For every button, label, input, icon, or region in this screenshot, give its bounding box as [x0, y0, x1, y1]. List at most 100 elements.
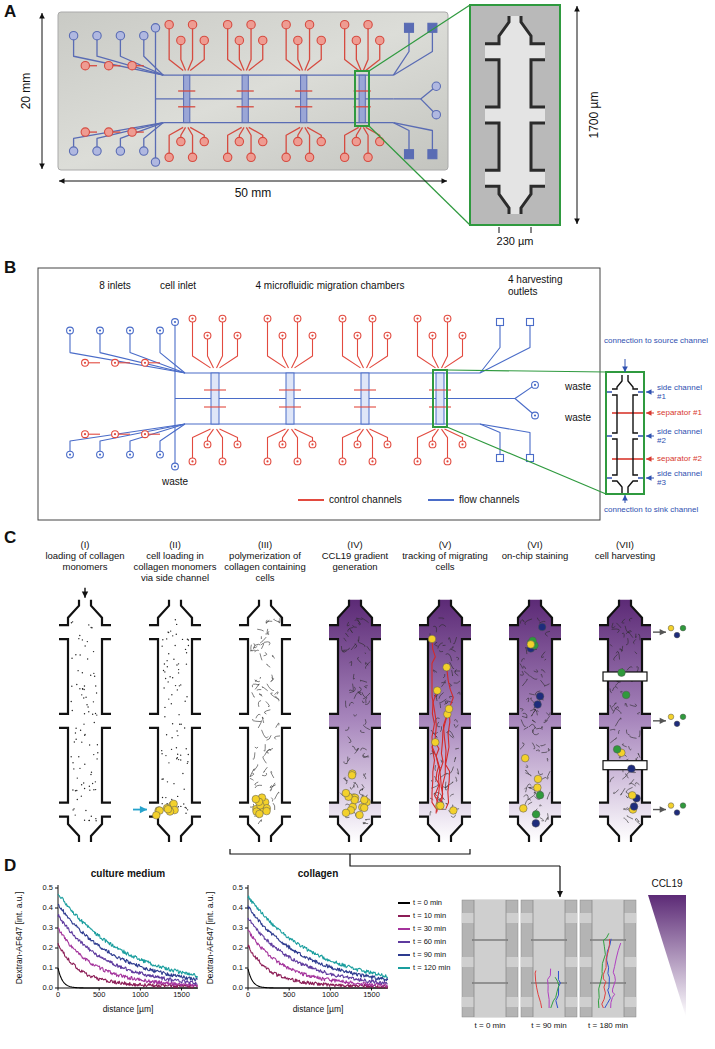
- collagen-monomer: [88, 711, 89, 712]
- port: [200, 36, 208, 44]
- collagen-monomer: [186, 663, 187, 664]
- collagen-fiber: [353, 674, 354, 679]
- flow-channel: [74, 36, 164, 75]
- callout-label: side channel #1: [657, 383, 711, 401]
- chamber-wall: [612, 481, 622, 493]
- micrograph: [521, 900, 577, 1017]
- collagen-monomer: [77, 799, 78, 800]
- chamber-wall: [552, 728, 561, 803]
- collagen-monomer: [171, 703, 172, 704]
- cell: [536, 692, 544, 700]
- collagen-fiber: [522, 659, 525, 662]
- separator: [603, 761, 647, 770]
- collagen-fiber: [266, 621, 272, 623]
- collagen-monomer: [84, 645, 85, 646]
- cell: [445, 705, 453, 713]
- port-core: [431, 443, 433, 445]
- collagen-fiber: [633, 639, 635, 643]
- chamber-wall: [192, 728, 201, 803]
- collagen-fiber: [622, 619, 625, 623]
- collagen-monomer: [95, 781, 96, 782]
- chamber-wall: [149, 639, 158, 714]
- collagen-monomer: [167, 781, 168, 782]
- control-channel: [295, 336, 313, 368]
- control-channel: [249, 40, 263, 70]
- collagen-monomer: [84, 713, 85, 714]
- collagen-fiber: [451, 815, 456, 818]
- tick-label: 0.3: [233, 924, 243, 933]
- micrograph-separator: [472, 939, 508, 940]
- micrograph-separator: [531, 939, 567, 940]
- step-chamber: (V)tracking of migrating cells: [401, 540, 489, 845]
- collagen-fiber: [520, 743, 524, 749]
- control-channel: [188, 25, 193, 71]
- collagen-monomer: [93, 701, 94, 702]
- collagen-monomer: [176, 624, 177, 625]
- port: [354, 332, 361, 339]
- collagen-fiber: [266, 701, 269, 706]
- arrow-head: [140, 806, 147, 813]
- chamber-drawing: [221, 540, 309, 845]
- collagen-monomer: [175, 619, 176, 620]
- collagen-monomer: [86, 704, 87, 705]
- chamber-wall: [419, 639, 428, 714]
- collagen-monomer: [162, 639, 163, 640]
- port-core: [341, 460, 343, 462]
- collagen-monomer: [70, 756, 71, 757]
- collagen-fiber: [455, 748, 458, 750]
- port: [128, 62, 136, 70]
- port-core: [84, 433, 86, 435]
- chamber-wall: [419, 600, 439, 625]
- chamber-wall: [612, 395, 617, 433]
- control-channel: [237, 90, 254, 91]
- chamber-wall: [271, 817, 291, 842]
- collagen-fiber: [360, 730, 364, 733]
- collagen-fiber: [434, 765, 436, 771]
- chamber-wall: [509, 728, 518, 803]
- collagen-fiber: [276, 723, 279, 728]
- bracket-link: [350, 854, 560, 866]
- collagen-monomer: [176, 634, 177, 635]
- cell: [521, 754, 529, 762]
- harvest-outlet: [405, 150, 414, 159]
- collagen-fiber: [526, 647, 527, 654]
- cell: [443, 663, 451, 671]
- collagen-fiber: [262, 687, 268, 691]
- collagen-fiber: [349, 702, 353, 706]
- flow-channel: [174, 322, 175, 467]
- collagen-monomer: [180, 806, 181, 807]
- port: [189, 315, 196, 322]
- collagen-monomer: [93, 789, 94, 790]
- collagen-fiber: [538, 771, 543, 775]
- step-caption: polymerization of collagen containing ce…: [221, 551, 309, 584]
- port: [369, 458, 376, 465]
- step-number: (V): [401, 540, 489, 551]
- port: [432, 111, 440, 119]
- legend-swatch: [398, 967, 410, 969]
- collagen-monomer: [77, 777, 78, 778]
- panel-letter: D: [4, 856, 16, 876]
- collagen-monomer: [91, 627, 92, 628]
- collagen-fiber: [454, 637, 457, 644]
- port: [429, 332, 436, 339]
- collagen-fiber: [522, 679, 527, 686]
- collagen-fiber: [612, 623, 615, 628]
- harvest-outlet: [497, 319, 504, 326]
- collagen-fiber: [537, 710, 539, 715]
- callout-label: separator #1: [657, 408, 711, 417]
- collagen-fiber: [439, 650, 443, 651]
- cell: [164, 805, 172, 813]
- cell: [360, 804, 368, 812]
- cell: [342, 809, 350, 817]
- chamber-wall: [628, 481, 638, 493]
- cell-track: [598, 933, 608, 1008]
- collagen-monomer: [84, 788, 85, 789]
- dimension-line: [59, 181, 447, 182]
- chamber-wall: [485, 16, 509, 44]
- port-core: [446, 318, 448, 320]
- harvested-cell: [674, 810, 680, 816]
- port: [81, 62, 89, 70]
- port: [340, 20, 348, 28]
- collagen-monomer: [178, 663, 179, 664]
